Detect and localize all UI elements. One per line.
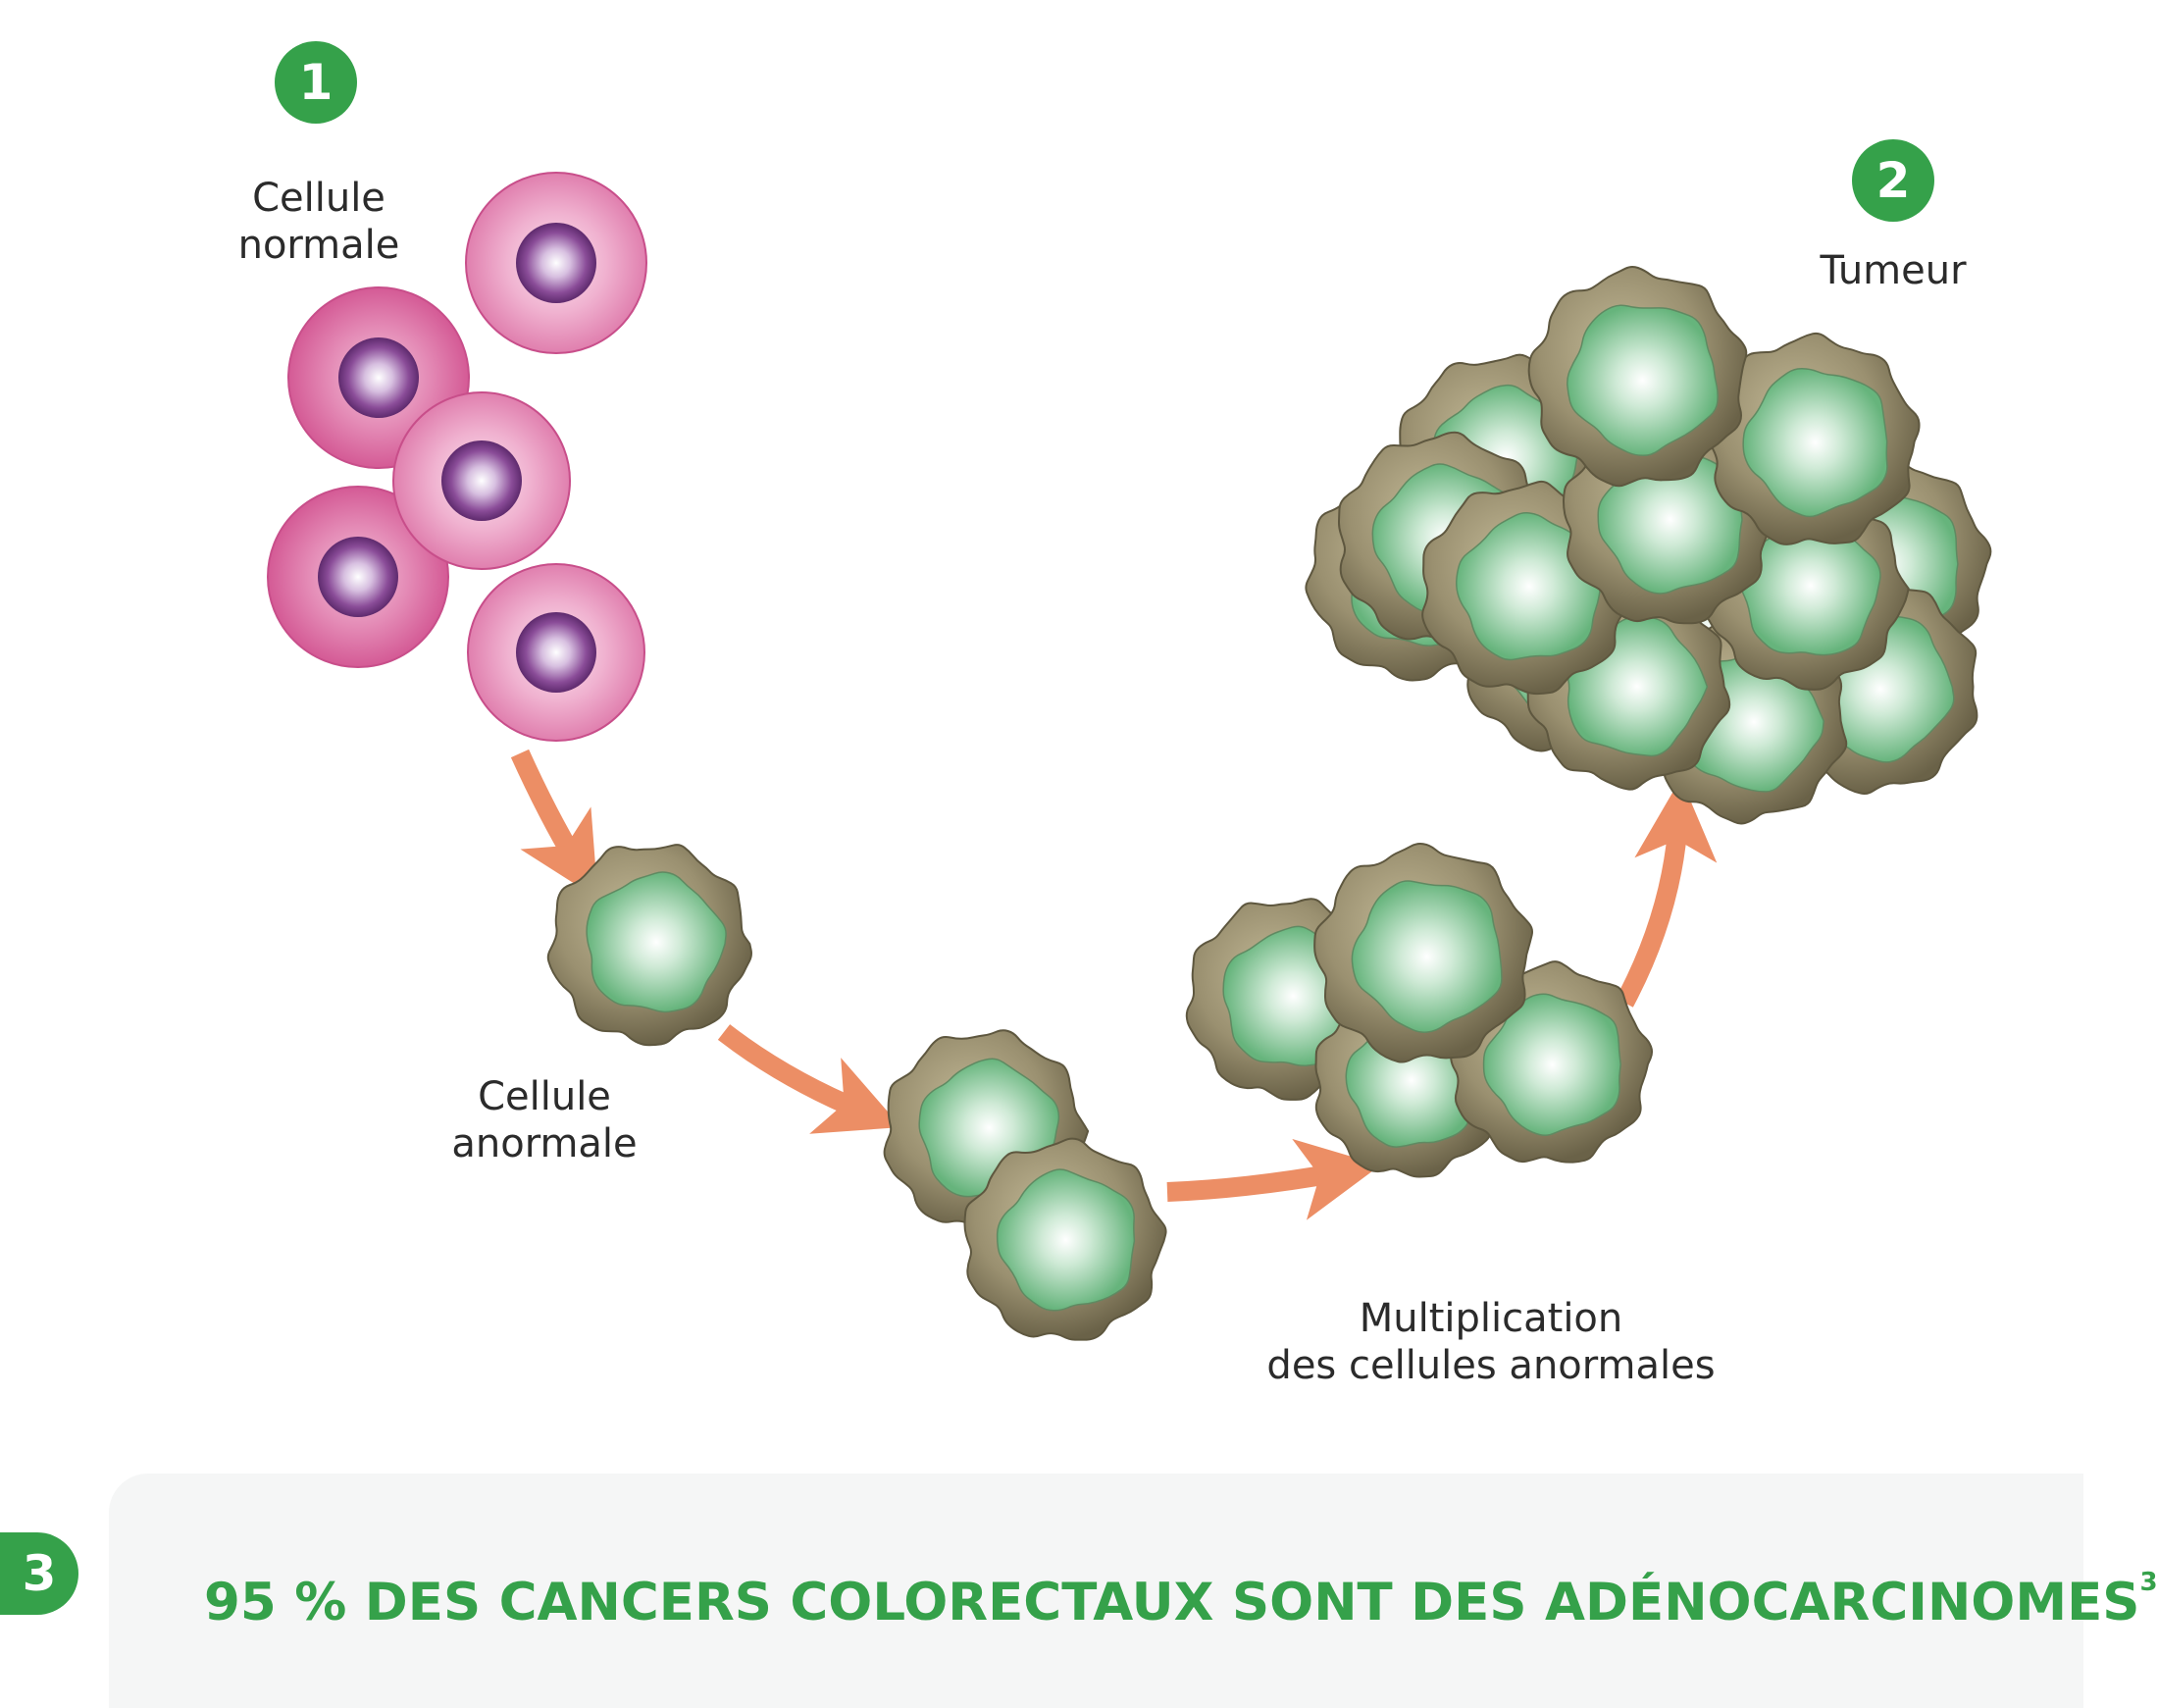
normal-cells-cluster bbox=[267, 172, 647, 742]
banner-headline-text: 95 % DES CANCERS COLORECTAUX SONT DES AD… bbox=[204, 1573, 2140, 1632]
multiplying-cells-group bbox=[1185, 842, 1654, 1178]
arrow-normal-to-abnormal bbox=[510, 749, 598, 900]
abnormal-cell bbox=[1527, 265, 1748, 488]
label-multiplication-line1: Multiplication bbox=[1359, 1296, 1623, 1341]
banner-footnote-ref: 3 bbox=[2139, 1568, 2158, 1597]
abnormal-cell bbox=[1313, 842, 1534, 1063]
label-normal-cell: Cellule normale bbox=[206, 175, 432, 269]
normal-cell bbox=[392, 391, 571, 570]
label-multiplication-line2: des cellules anormales bbox=[1266, 1343, 1716, 1388]
arrow-cluster-to-tumor bbox=[1616, 778, 1718, 1008]
label-abnormal-cell: Cellule anormale bbox=[422, 1073, 667, 1167]
label-multiplication: Multiplication des cellules anormales bbox=[1246, 1295, 1736, 1389]
arrow-two-cells-to-cluster bbox=[1166, 1138, 1381, 1220]
arrow-abnormal-to-two-cells bbox=[717, 1024, 901, 1134]
abnormal-cell bbox=[963, 1137, 1167, 1341]
abnormal-cell bbox=[1706, 332, 1921, 545]
step-1-badge: 1 bbox=[275, 41, 357, 124]
label-normal-cell-line1: Cellule bbox=[252, 176, 385, 221]
cancer-development-diagram bbox=[267, 172, 1992, 1341]
tumor-cells-group bbox=[1305, 265, 1992, 825]
normal-cell bbox=[267, 486, 449, 668]
footer-banner bbox=[109, 1474, 2083, 1708]
label-tumor: Tumeur bbox=[1795, 247, 1991, 294]
abnormal-cell-group bbox=[546, 844, 752, 1047]
label-abnormal-cell-line2: anormale bbox=[451, 1121, 638, 1166]
normal-cell bbox=[467, 563, 645, 742]
label-normal-cell-line2: normale bbox=[237, 223, 400, 268]
step-2-badge: 2 bbox=[1852, 139, 1934, 222]
label-abnormal-cell-line1: Cellule bbox=[478, 1074, 611, 1119]
normal-cell bbox=[465, 172, 647, 354]
dividing-cells-group bbox=[883, 1029, 1167, 1341]
label-tumor-text: Tumeur bbox=[1820, 248, 1967, 293]
banner-headline: 95 % DES CANCERS COLORECTAUX SONT DES AD… bbox=[204, 1543, 2158, 1642]
abnormal-cell bbox=[546, 844, 752, 1047]
step-3-badge: 3 bbox=[0, 1532, 78, 1615]
